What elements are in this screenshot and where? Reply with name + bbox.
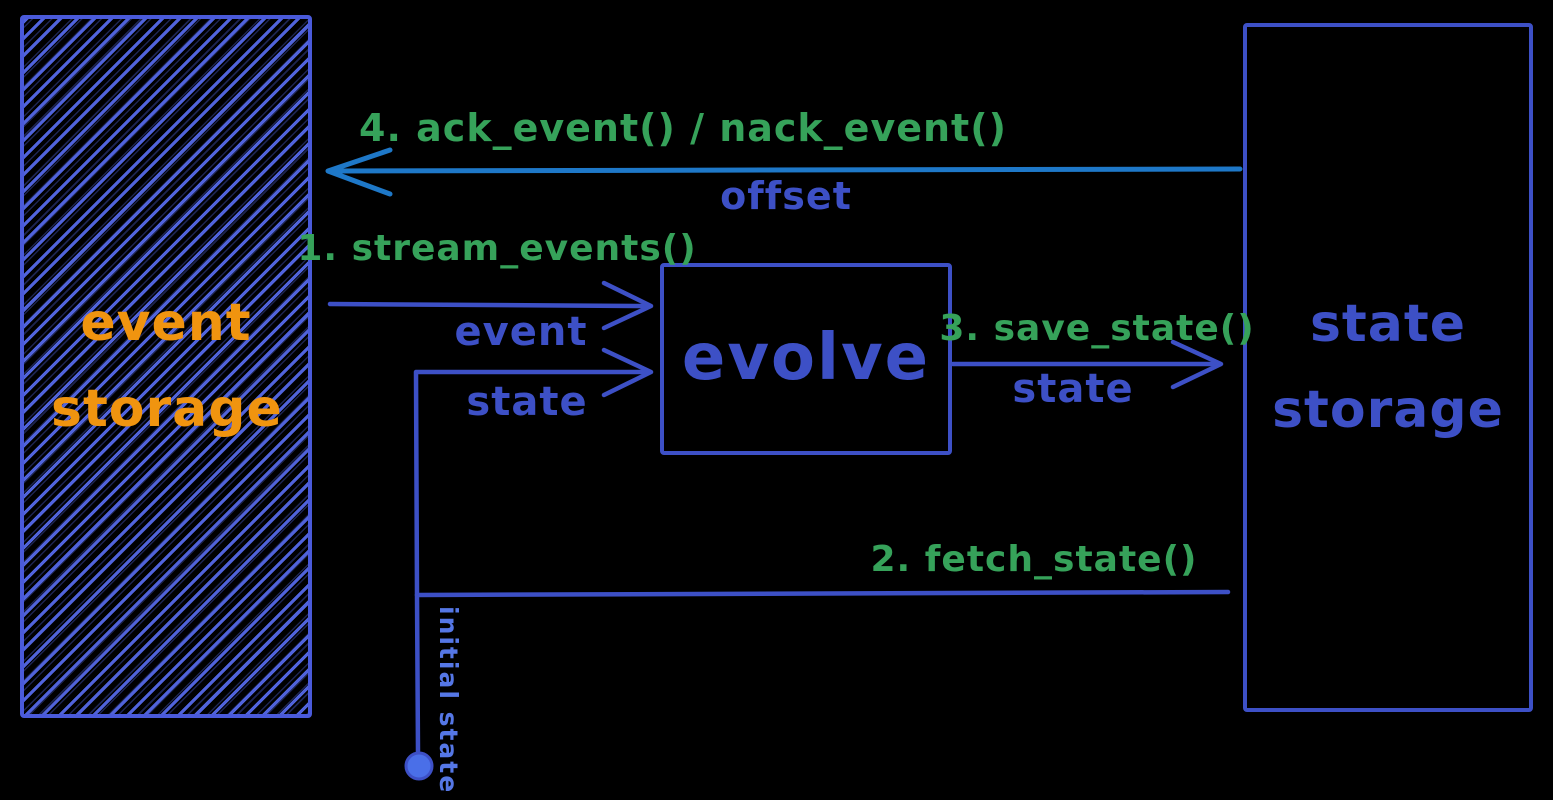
fetch-state-line <box>414 589 1231 598</box>
event-storage-label: event storage <box>51 292 283 439</box>
fetch-step-label: 2. fetch_state() <box>870 539 1198 580</box>
state-input-arrow <box>413 347 654 597</box>
node-state-storage: state storage <box>1243 23 1533 712</box>
save-step-label: 3. save_state() <box>939 308 1255 349</box>
save-state-arrow <box>950 339 1224 390</box>
stream-payload-label: event <box>454 309 588 355</box>
ack-step-label: 4. ack_event() / nack_event() <box>359 106 1007 150</box>
initial-state-label: initial state <box>434 606 463 795</box>
initial-state-endpoint-dot <box>404 751 434 781</box>
stream-events-arrow <box>327 280 654 331</box>
state-storage-label: state storage <box>1272 293 1504 440</box>
ack-arrow <box>325 147 1243 197</box>
stream-step-label: 1. stream_events() <box>297 228 697 269</box>
node-evolve: evolve <box>660 263 952 455</box>
evolve-label: evolve <box>681 321 931 396</box>
state-input-payload-label: state <box>466 379 588 425</box>
node-event-storage: event storage <box>20 15 312 718</box>
save-payload-label: state <box>1012 366 1134 412</box>
ack-payload-label: offset <box>720 174 852 218</box>
initial-state-line <box>414 592 421 755</box>
